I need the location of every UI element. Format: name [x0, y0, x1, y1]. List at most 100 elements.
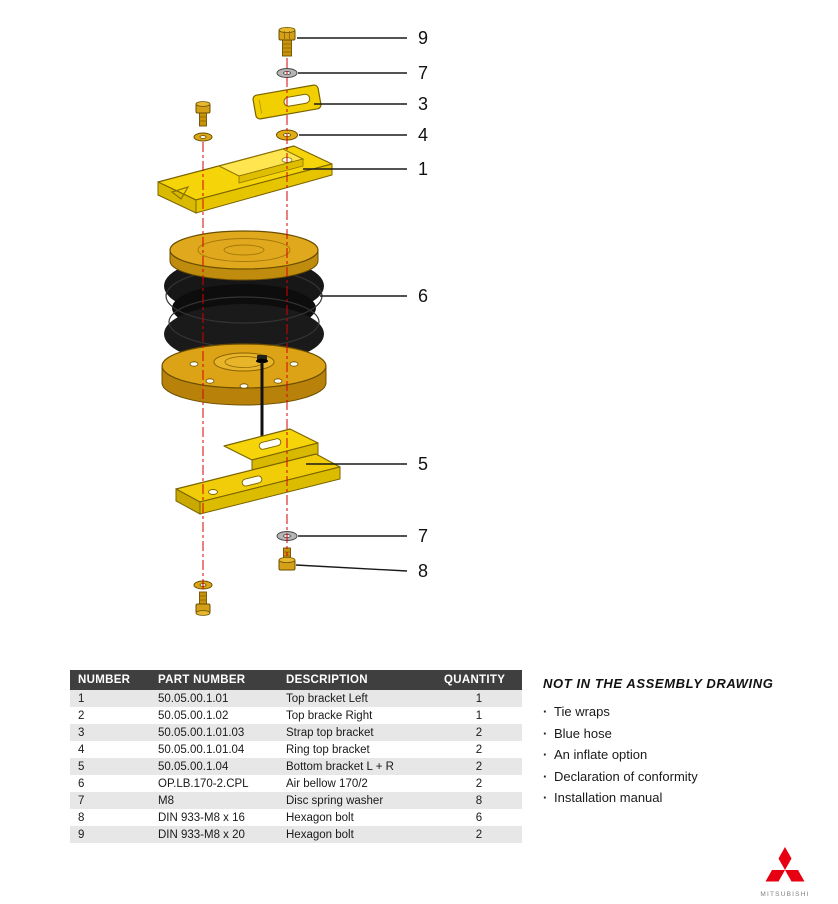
- cell-quantity: 2: [475, 760, 483, 773]
- leader-line: [295, 564, 408, 572]
- col-header-part-number: PART NUMBER: [150, 670, 278, 690]
- bullet-icon: ·: [543, 704, 548, 719]
- cell-description: Bottom bracket L + R: [286, 760, 394, 773]
- cell-quantity: 1: [475, 709, 483, 722]
- bullet-icon: ·: [543, 725, 548, 741]
- part-5-bottom-bracket: [175, 428, 341, 515]
- cell-number: 5: [78, 760, 85, 773]
- cell-part-number: DIN 933-M8 x 16: [158, 811, 245, 824]
- callout-5: 5: [306, 454, 428, 474]
- cell-number: 1: [78, 692, 85, 705]
- cell-number: 7: [78, 794, 85, 807]
- list-item: · Declaration of conformity: [543, 766, 813, 788]
- callout-8: 8: [295, 561, 428, 581]
- parts-table-container: NUMBER PART NUMBER DESCRIPTION QUANTITY …: [70, 670, 522, 843]
- list-item: · Blue hose: [543, 723, 813, 745]
- cell-quantity: 2: [475, 743, 483, 756]
- cell-quantity: 2: [475, 828, 483, 841]
- part-1-top-bracket: [157, 145, 333, 214]
- cell-quantity: 2: [475, 726, 483, 739]
- bolt-hole: [189, 361, 199, 367]
- cell-description: Disc spring washer: [286, 794, 384, 807]
- note-text: Declaration of conformity: [554, 768, 698, 784]
- callout-label: 7: [418, 526, 428, 546]
- cell-description: Top bracket Left: [286, 692, 368, 705]
- callout-label: 3: [418, 94, 428, 114]
- cell-number: 9: [78, 828, 85, 841]
- callout-7-top: 7: [298, 63, 428, 83]
- cell-description: Hexagon bolt: [286, 828, 354, 841]
- brand-block: MITSUBISHI: [753, 846, 817, 898]
- strap-slot: [283, 93, 311, 107]
- note-text: Blue hose: [554, 725, 612, 741]
- brand-name: MITSUBISHI: [760, 891, 810, 898]
- cell-part-number: 50.05.00.1.02: [158, 709, 229, 722]
- callout-label: 6: [418, 286, 428, 306]
- bullet-icon: ·: [543, 790, 548, 805]
- col-header-quantity: QUANTITY: [436, 670, 522, 690]
- cell-description: Air bellow 170/2: [286, 777, 368, 790]
- part-6-air-bellow: [161, 230, 327, 406]
- callout-label: 4: [418, 125, 428, 145]
- table-row: 5 50.05.00.1.04 Bottom bracket L + R 2: [70, 758, 522, 775]
- note-text: An inflate option: [554, 747, 648, 762]
- cell-number: 2: [78, 709, 85, 722]
- callout-3: 3: [314, 94, 428, 114]
- callout-label: 5: [418, 454, 428, 474]
- callout-label: 8: [418, 561, 428, 581]
- cell-part-number: DIN 933-M8 x 20: [158, 828, 245, 841]
- exploded-assembly-drawing: 9 7 3 4 1 6 5: [157, 26, 428, 616]
- left-top-hex-bolt: [195, 101, 211, 127]
- cell-description: Top bracke Right: [286, 709, 373, 722]
- left-top-washer: [193, 132, 213, 142]
- list-item: · Installation manual: [543, 787, 813, 809]
- bracket-slot: [241, 475, 263, 487]
- parts-table: NUMBER PART NUMBER DESCRIPTION QUANTITY …: [70, 670, 522, 843]
- callout-9: 9: [297, 28, 428, 48]
- callout-4: 4: [299, 125, 428, 145]
- bracket-cutout: [170, 185, 190, 200]
- bullet-icon: ·: [543, 768, 548, 784]
- callout-1: 1: [303, 159, 428, 179]
- cell-part-number: M8: [158, 794, 174, 807]
- table-row: 2 50.05.00.1.02 Top bracke Right 1: [70, 707, 522, 724]
- table-row: 1 50.05.00.1.01 Top bracket Left 1: [70, 690, 522, 707]
- cell-number: 3: [78, 726, 85, 739]
- bolt-hole: [289, 361, 299, 367]
- cell-quantity: 6: [475, 811, 483, 824]
- cell-description: Strap top bracket: [286, 726, 374, 739]
- table-row: 6 OP.LB.170-2.CPL Air bellow 170/2 2: [70, 775, 522, 792]
- list-item: · Tie wraps: [543, 701, 813, 723]
- table-row: 4 50.05.00.1.01.04 Ring top bracket 2: [70, 741, 522, 758]
- part-9-hex-bolt: [278, 26, 296, 57]
- cell-quantity: 2: [475, 777, 483, 790]
- table-row: 9 DIN 933-M8 x 20 Hexagon bolt 2: [70, 826, 522, 843]
- list-item: · An inflate option: [543, 744, 813, 766]
- table-row: 3 50.05.00.1.01.03 Strap top bracket 2: [70, 724, 522, 741]
- table-row: 8 DIN 933-M8 x 16 Hexagon bolt 6: [70, 809, 522, 826]
- bullet-icon: ·: [543, 747, 548, 762]
- cell-description: Hexagon bolt: [286, 811, 354, 824]
- cell-part-number: 50.05.00.1.01.04: [158, 743, 245, 756]
- cell-number: 4: [78, 743, 85, 756]
- callout-label: 9: [418, 28, 428, 48]
- cell-quantity: 1: [475, 692, 483, 705]
- callout-7-bottom: 7: [298, 526, 428, 546]
- col-header-description: DESCRIPTION: [278, 670, 436, 690]
- note-text: Installation manual: [554, 790, 663, 805]
- exploded-view-container: 9 7 3 4 1 6 5: [0, 0, 520, 665]
- bracket-hole: [208, 489, 218, 495]
- table-row: 7 M8 Disc spring washer 8: [70, 792, 522, 809]
- callout-label: 7: [418, 63, 428, 83]
- cell-description: Ring top bracket: [286, 743, 370, 756]
- table-header-row: NUMBER PART NUMBER DESCRIPTION QUANTITY: [70, 670, 522, 690]
- col-header-number: NUMBER: [70, 670, 150, 690]
- left-bottom-hex-bolt: [195, 591, 211, 616]
- part-8-hex-bolt: [278, 547, 296, 571]
- note-text: Tie wraps: [554, 704, 610, 719]
- cell-number: 8: [78, 811, 85, 824]
- cell-part-number: 50.05.00.1.04: [158, 760, 229, 773]
- cell-number: 6: [78, 777, 85, 790]
- mitsubishi-logo-icon: [765, 847, 805, 882]
